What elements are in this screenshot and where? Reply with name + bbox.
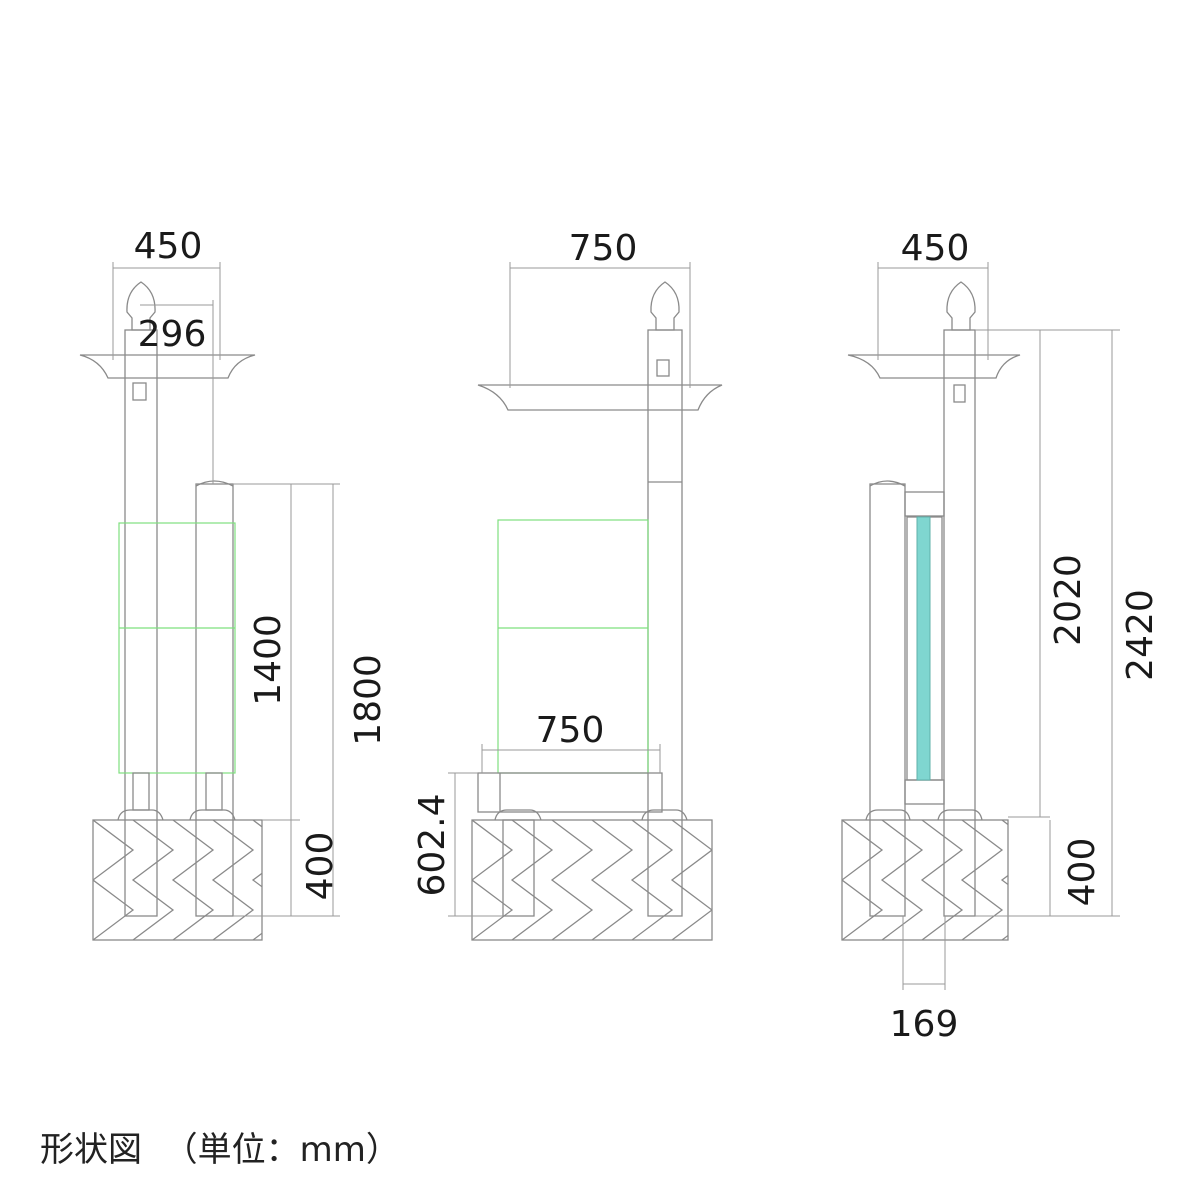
dim-height-2020: 2020 [1048, 554, 1089, 646]
main-post [647, 329, 683, 917]
side-view: 750 750 602.4 [412, 228, 723, 941]
shelf [79, 354, 256, 379]
caption: 形状図 （単位：mm） [40, 1122, 400, 1171]
shelf [477, 384, 723, 411]
dim-height-1400: 1400 [248, 614, 289, 706]
finial [946, 281, 976, 331]
dim-width-296: 296 [138, 314, 207, 355]
dim-depth-400: 400 [300, 832, 341, 901]
sub-post [869, 483, 906, 917]
dim-height-1800: 1800 [348, 654, 389, 746]
base-block [471, 819, 713, 941]
finial [126, 281, 156, 331]
dim-depth-400: 400 [1062, 838, 1103, 907]
dim-width-750: 750 [569, 228, 638, 269]
sub-post [195, 483, 234, 917]
shelf [847, 354, 1021, 379]
dim-gap-169: 169 [890, 1004, 959, 1045]
glass-panel [916, 516, 931, 781]
main-post [943, 329, 976, 917]
back-view: 450 2020 2420 400 169 [841, 228, 1161, 1045]
caption-title: 形状図 [40, 1130, 142, 1170]
main-post [124, 329, 158, 917]
dim-width-450: 450 [134, 226, 203, 267]
dim-width-450: 450 [901, 228, 970, 269]
base-block [841, 819, 1009, 941]
caption-unit: （単位：mm） [163, 1130, 400, 1170]
dim-height-2420: 2420 [1120, 589, 1161, 681]
front-view: 450 296 1400 1800 400 [79, 226, 389, 941]
bench [477, 772, 663, 813]
dim-bench-width-750: 750 [536, 710, 605, 751]
dim-bench-height-602: 602.4 [412, 793, 453, 896]
finial [650, 281, 680, 331]
base-block [92, 819, 263, 941]
panel-outline [118, 522, 236, 774]
